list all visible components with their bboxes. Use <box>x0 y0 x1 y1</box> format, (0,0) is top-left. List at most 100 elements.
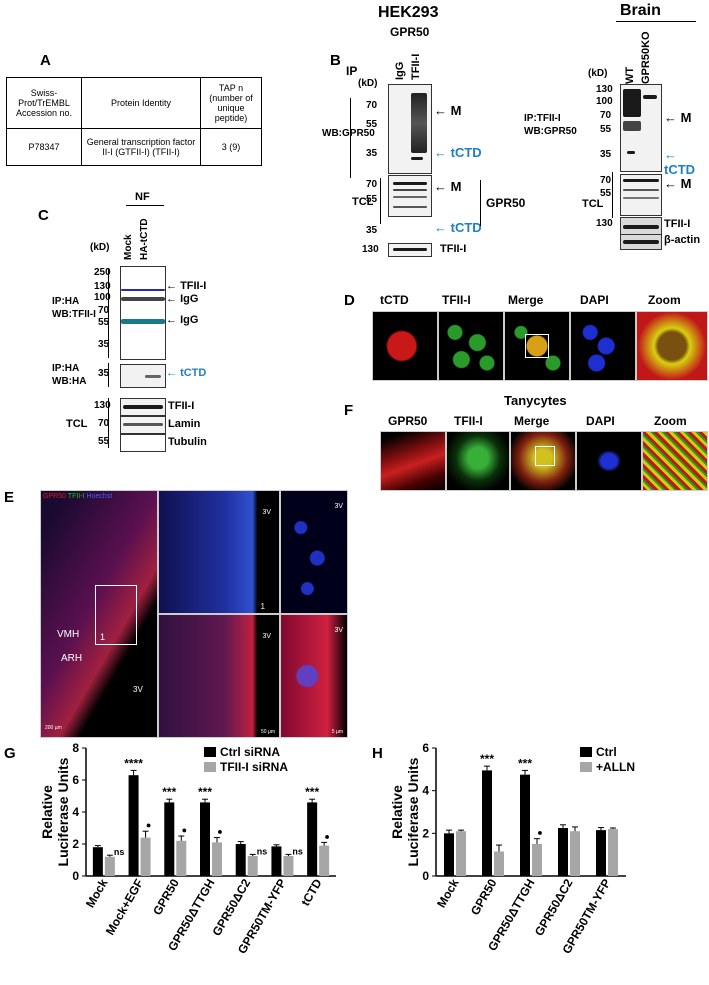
c-tcl: TCL <box>66 418 88 430</box>
legend-swatch <box>580 762 592 772</box>
brain-tfii-band <box>623 225 659 229</box>
brain-arrow-m: ← M <box>664 110 692 125</box>
brain-actin: β-actin <box>664 234 701 246</box>
tcl-band <box>393 189 427 191</box>
brain-underline <box>616 21 696 22</box>
f-zoom-box <box>535 446 555 466</box>
category-label: Mock <box>83 876 111 910</box>
brain-tctd: tCTD <box>664 162 696 177</box>
header-tap: TAP n (number of unique peptide) <box>200 77 262 129</box>
blot-c-ip <box>120 266 166 360</box>
significance-label: *** <box>480 752 494 766</box>
legend-label: Ctrl siRNA <box>220 745 280 759</box>
c-lane-mock: Mock <box>123 234 134 260</box>
bar <box>608 829 618 876</box>
tcl-band <box>393 182 427 185</box>
y-axis-label: Luciferase Units <box>405 757 421 866</box>
brain-band <box>643 95 657 99</box>
bar <box>212 842 222 876</box>
tick-35: 35 <box>366 148 378 159</box>
brain-tick-35: 35 <box>600 149 612 160</box>
significance-label: ns <box>292 846 303 856</box>
brain-actin-band <box>623 240 659 244</box>
e-3v-r2: 3V <box>334 627 343 634</box>
c-band <box>121 289 165 291</box>
f-label-merge: Merge <box>514 414 550 428</box>
brain-tick-70: 70 <box>600 110 612 121</box>
category-label: Mock+EGF <box>103 877 146 938</box>
legend-label: Ctrl <box>596 745 617 759</box>
d-label-zoom: Zoom <box>648 293 681 307</box>
c-tcl-lamin: Lamin <box>168 418 201 430</box>
brain-tcl-band <box>623 179 659 182</box>
y-tick-label: 4 <box>422 784 429 798</box>
significance-label: ● <box>182 825 187 835</box>
bar <box>570 831 580 876</box>
y-axis-label: Luciferase Units <box>55 757 71 866</box>
header-protein: Protein Identity <box>81 77 201 129</box>
c-wb2: WB:HA <box>52 376 87 387</box>
brain-tick-tfii: 130 <box>596 218 613 229</box>
blot-brain-tcl <box>620 174 662 216</box>
hek-title: HEK293 <box>378 4 439 21</box>
y-tick-label: 0 <box>72 869 79 883</box>
c-tick-100: 100 <box>94 292 111 303</box>
c-bracket-1 <box>108 268 109 358</box>
significance-label: ● <box>537 828 542 838</box>
y-tick-label: 8 <box>72 741 79 755</box>
tick-70: 70 <box>366 100 378 111</box>
brain-band <box>623 89 641 117</box>
brain-m2: M <box>680 176 692 191</box>
brain-tcl-band <box>623 197 659 199</box>
e-legend-tfii: TFII-I <box>67 493 85 500</box>
brain-tcl-band <box>623 189 659 191</box>
e-img-mid-blue: 3V 1 <box>158 490 280 614</box>
d-label-tfii: TFII-I <box>442 293 471 307</box>
bar <box>283 856 294 876</box>
bar <box>235 844 246 876</box>
y-axis-label: Relative <box>389 785 405 839</box>
tick-tcl-55: 55 <box>366 194 378 205</box>
legend-swatch <box>204 762 216 772</box>
blot-c-tubulin <box>120 434 166 452</box>
c-igg2: IgG <box>180 314 199 326</box>
arrow-tctd-tcl: ← tCTD <box>434 220 482 235</box>
c-arrow-tctd: ← tCTD <box>166 367 207 379</box>
e-3v-mid2: 3V <box>262 633 271 640</box>
category-label: Mock <box>434 876 462 910</box>
c-tick-70: 70 <box>98 305 110 316</box>
significance-label: ns <box>114 847 125 857</box>
bar <box>247 856 258 876</box>
panel-label-d: D <box>344 292 355 309</box>
brain-tcl-tick-70: 70 <box>600 175 612 186</box>
f-img-merge <box>510 431 576 491</box>
f-label-zoom: Zoom <box>654 414 687 428</box>
brain-lane-wt: WT <box>624 66 636 84</box>
e-3v-mid: 3V <box>262 509 271 516</box>
y-tick-label: 2 <box>72 837 79 851</box>
c-tick-250: 250 <box>94 267 111 278</box>
panel-label-b: B <box>330 52 341 69</box>
tfii-band <box>393 248 427 251</box>
legend-label: TFII-I siRNA <box>220 760 288 774</box>
band-tctd <box>411 157 423 160</box>
e-3v-r: 3V <box>334 503 343 510</box>
e-scale2: 50 µm <box>261 729 275 735</box>
tctd-label: tCTD <box>450 145 482 160</box>
category-label: GPR50ΔC2 <box>532 876 576 938</box>
bar <box>271 846 282 876</box>
d-zoom-box <box>525 334 549 358</box>
bar <box>520 774 530 876</box>
category-label: tCTD <box>298 876 325 908</box>
brain-arrow-tctd: ← tCTD <box>664 147 696 177</box>
blot-c-lamin <box>120 416 166 434</box>
significance-label: ● <box>217 827 222 837</box>
e-legend: GPR50 TFII-I Hoechst <box>43 493 112 500</box>
bar <box>482 770 492 876</box>
c-tcl-tick-130: 130 <box>94 400 111 411</box>
f-label-gpr50: GPR50 <box>388 414 428 428</box>
e-img-right-red: 3V 5 µm <box>280 614 348 738</box>
tick-tcl-35: 35 <box>366 225 378 236</box>
brain-ip: IP:TFII-I <box>524 113 561 124</box>
band-m <box>411 93 427 153</box>
